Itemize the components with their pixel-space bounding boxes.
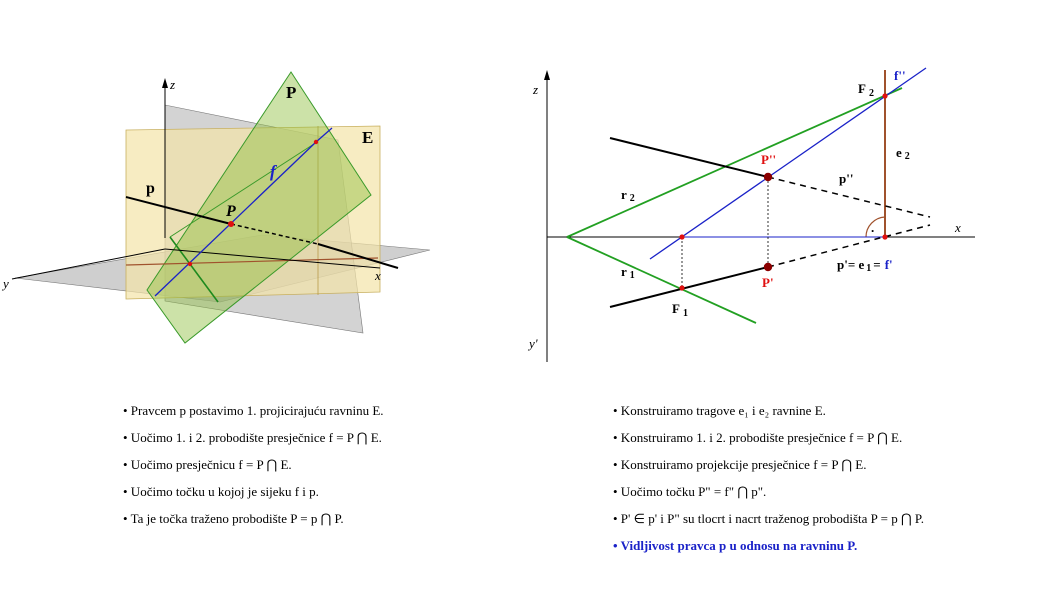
point-P-3d	[228, 221, 234, 227]
p-double-prime-label: p''	[839, 171, 853, 186]
point-P-prime	[763, 262, 773, 272]
line-f-3d-label: f	[270, 162, 278, 181]
line-p-3d-label: p	[146, 180, 155, 197]
note-right-6-visibility: • Vidljivost pravca p u odnosu na ravnin…	[613, 538, 858, 553]
trace-r2	[566, 87, 903, 238]
line-p-prime	[609, 266, 769, 308]
z-axis-arrow	[544, 70, 550, 80]
note-right-1: • Konstruiramo tragove e₁ i e₂ ravnine E…	[613, 403, 826, 418]
point-F1	[679, 285, 685, 291]
left-3d-figure: z y x f p P E P	[1, 71, 431, 344]
point-F2	[882, 93, 888, 99]
z-axis-label: z	[532, 82, 538, 97]
point-F2-prime	[882, 234, 888, 240]
line-f-3d	[154, 141, 317, 297]
plane-P-trace-2	[169, 236, 219, 303]
point-P-double-prime	[763, 172, 773, 182]
line-p-prime-hidden	[767, 224, 931, 268]
plane-P	[146, 71, 372, 344]
line-f-double-prime	[649, 67, 927, 260]
note-left-2: • Uočimo 1. i 2. probodište presječnice …	[123, 430, 382, 445]
point-F1-3d	[187, 261, 193, 267]
note-left-5: • Ta je točka traženo probodište P = p ⋂…	[123, 511, 344, 526]
plane-E-label: E	[362, 128, 373, 147]
notes-right: • Konstruiramo tragove e₁ i e₂ ravnine E…	[613, 403, 924, 565]
line-f-3d-ext	[315, 127, 333, 143]
f-double-prime-label: f''	[894, 68, 906, 83]
trace-r1	[566, 236, 757, 324]
z-axis-3d-arrow	[162, 78, 168, 88]
right-angle-arc	[865, 216, 886, 238]
note-right-5: • P' ∈ p' i P" su tlocrt i nacrt traženo…	[613, 511, 924, 526]
note-right-3: • Konstruiramo projekcije presječnice f …	[613, 457, 867, 472]
note-right-2: • Konstruiramo 1. i 2. probodište presje…	[613, 430, 903, 445]
note-left-1: • Pravcem p postavimo 1. projicirajuću r…	[123, 403, 384, 418]
y-axis-3d-label: y	[1, 276, 9, 291]
right-angle-dot: .	[871, 220, 874, 235]
plane-E	[125, 125, 381, 300]
y-axis-3d	[11, 248, 166, 280]
note-left-4: • Uočimo točku u kojoj je sijeku f i p.	[123, 484, 319, 499]
note-right-4: • Uočimo točku P" = f" ⋂ p".	[613, 484, 767, 499]
notes-left: • Pravcem p postavimo 1. projicirajuću r…	[123, 403, 384, 538]
P-double-prime-label: P''	[761, 152, 776, 167]
z-axis-3d-label: z	[169, 77, 175, 92]
line-p-double-prime	[609, 137, 769, 178]
line-p-3d-end	[317, 243, 399, 269]
x-axis-3d-label: x	[374, 268, 381, 283]
line-p-3d	[125, 196, 232, 225]
point-F2-3d	[313, 139, 319, 145]
point-F1-double-prime	[679, 234, 685, 240]
point-P-3d-label: P	[225, 203, 236, 220]
line-p-double-prime-hidden	[767, 176, 931, 218]
P-prime-label: P'	[762, 275, 774, 290]
x-axis-label: x	[954, 220, 961, 235]
trace-e1-3d	[125, 257, 379, 266]
note-left-3: • Uočimo presječnicu f = P ⋂ E.	[123, 457, 292, 472]
plane-P-trace-1	[169, 141, 318, 238]
plane-P-label: P	[286, 83, 296, 102]
line-p-3d-hidden	[230, 223, 319, 245]
y-prime-axis-label: y'	[527, 336, 538, 351]
